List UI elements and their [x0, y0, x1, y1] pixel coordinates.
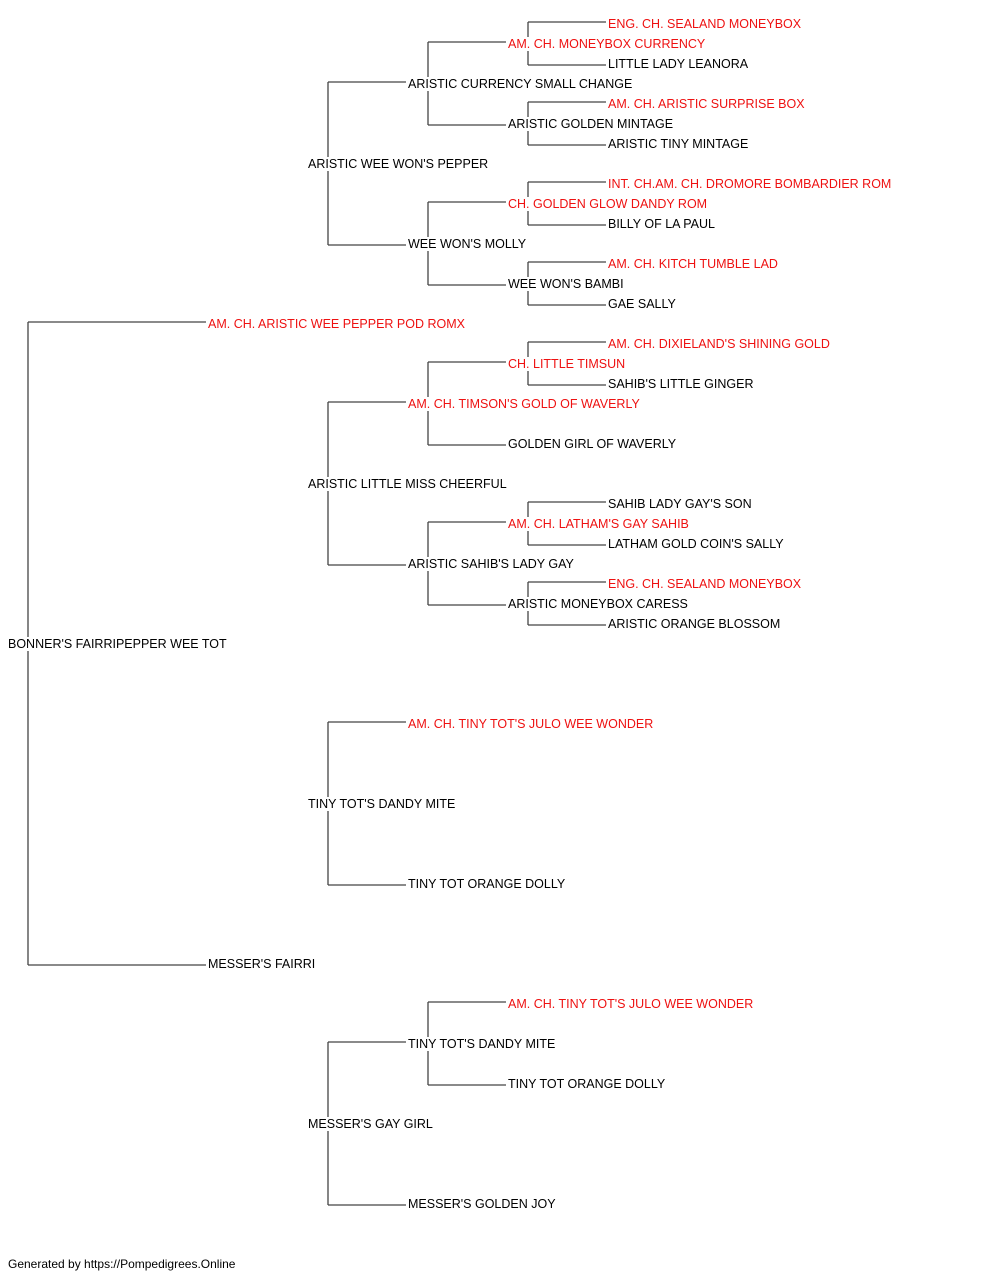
pedigree-node-sdddd: ARISTIC ORANGE BLOSSOM	[607, 617, 782, 631]
pedigree-node-sssd: ARISTIC GOLDEN MINTAGE	[507, 117, 675, 131]
pedigree-node-sss: ARISTIC CURRENCY SMALL CHANGE	[407, 77, 634, 91]
pedigree-node-sddsd: LATHAM GOLD COIN'S SALLY	[607, 537, 785, 551]
pedigree-node-sssdd: ARISTIC TINY MINTAGE	[607, 137, 750, 151]
pedigree-node-sire: AM. CH. ARISTIC WEE PEPPER POD ROMX	[207, 317, 466, 331]
pedigree-node-sssds: AM. CH. ARISTIC SURPRISE BOX	[607, 97, 806, 111]
pedigree-node-dss: AM. CH. TINY TOT'S JULO WEE WONDER	[407, 717, 655, 731]
pedigree-node-dd: MESSER'S GAY GIRL	[307, 1117, 434, 1131]
pedigree-node-sdsss: AM. CH. DIXIELAND'S SHINING GOLD	[607, 337, 831, 351]
pedigree-node-ds: TINY TOT'S DANDY MITE	[307, 797, 457, 811]
pedigree-node-ssdds: AM. CH. KITCH TUMBLE LAD	[607, 257, 779, 271]
pedigree-node-sssss: ENG. CH. SEALAND MONEYBOX	[607, 17, 803, 31]
pedigree-node-dam: MESSER'S FAIRRI	[207, 957, 317, 971]
pedigree-node-sds: AM. CH. TIMSON'S GOLD OF WAVERLY	[407, 397, 641, 411]
pedigree-node-ssdd: WEE WON'S BAMBI	[507, 277, 625, 291]
pedigree-node-ssdsd: BILLY OF LA PAUL	[607, 217, 717, 231]
pedigree-node-ssd: WEE WON'S MOLLY	[407, 237, 528, 251]
pedigree-node-sdd: ARISTIC SAHIB'S LADY GAY	[407, 557, 575, 571]
pedigree-node-ssssd: LITTLE LADY LEANORA	[607, 57, 750, 71]
pedigree-node-ddsd: TINY TOT ORANGE DOLLY	[507, 1077, 667, 1091]
pedigree-node-ssss: AM. CH. MONEYBOX CURRENCY	[507, 37, 707, 51]
pedigree-node-dds: TINY TOT'S DANDY MITE	[407, 1037, 557, 1051]
pedigree-node-sdssd: SAHIB'S LITTLE GINGER	[607, 377, 755, 391]
pedigree-node-ssdss: INT. CH.AM. CH. DROMORE BOMBARDIER ROM	[607, 177, 893, 191]
generated-by-footer: Generated by https://Pompedigrees.Online	[8, 1257, 236, 1271]
pedigree-node-ss: ARISTIC WEE WON'S PEPPER	[307, 157, 490, 171]
pedigree-node-sdss: CH. LITTLE TIMSUN	[507, 357, 627, 371]
pedigree-node-sdds: AM. CH. LATHAM'S GAY SAHIB	[507, 517, 690, 531]
pedigree-node-sdsd: GOLDEN GIRL OF WAVERLY	[507, 437, 678, 451]
pedigree-node-sddd: ARISTIC MONEYBOX CARESS	[507, 597, 689, 611]
pedigree-node-ssddd: GAE SALLY	[607, 297, 677, 311]
pedigree-node-sddss: SAHIB LADY GAY'S SON	[607, 497, 753, 511]
pedigree-node-sd: ARISTIC LITTLE MISS CHEERFUL	[307, 477, 508, 491]
pedigree-node-subject: BONNER'S FAIRRIPEPPER WEE TOT	[7, 637, 228, 651]
pedigree-node-ssds: CH. GOLDEN GLOW DANDY ROM	[507, 197, 709, 211]
pedigree-node-dsd: TINY TOT ORANGE DOLLY	[407, 877, 567, 891]
pedigree-node-sddds: ENG. CH. SEALAND MONEYBOX	[607, 577, 803, 591]
pedigree-node-ddd: MESSER'S GOLDEN JOY	[407, 1197, 557, 1211]
pedigree-node-ddss: AM. CH. TINY TOT'S JULO WEE WONDER	[507, 997, 755, 1011]
